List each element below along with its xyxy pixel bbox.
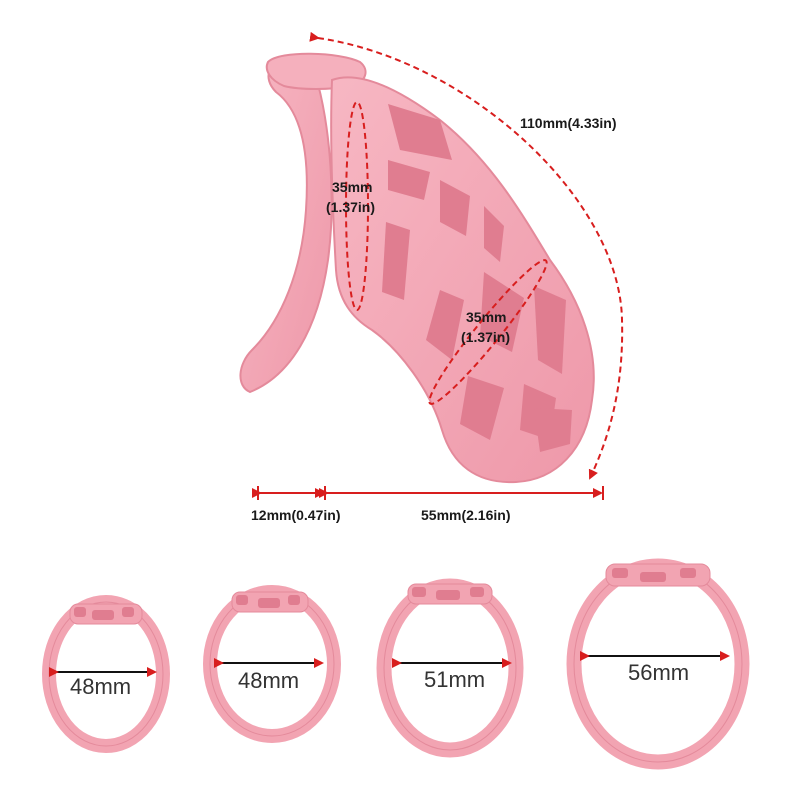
ring-1-label: 48mm [70,674,131,699]
length-arc [309,31,624,480]
length-label: 110mm(4.33in) [520,115,617,131]
ring-4-label: 56mm [628,660,689,685]
horizontal-dimensions [252,486,604,500]
ring-1: 48mm [42,595,170,753]
diameter-tip-line1: 35mm [466,309,506,325]
base-ring-arm [239,56,333,394]
diameter-top-ellipse [345,101,369,311]
diameter-top-line1: 35mm [332,179,372,195]
diameter-tip-ellipse [428,259,548,405]
ring-2: 48mm [203,585,341,743]
ring-3: 51mm [376,578,524,758]
diameter-tip-line2: (1.37in) [461,329,510,345]
gap-label: 12mm(0.47in) [251,507,340,523]
diameter-top-line2: (1.37in) [326,199,375,215]
ring-3-label: 51mm [424,667,485,692]
ring-2-label: 48mm [238,668,299,693]
ring-4: 56mm [566,558,750,770]
depth-label: 55mm(2.16in) [421,507,510,523]
